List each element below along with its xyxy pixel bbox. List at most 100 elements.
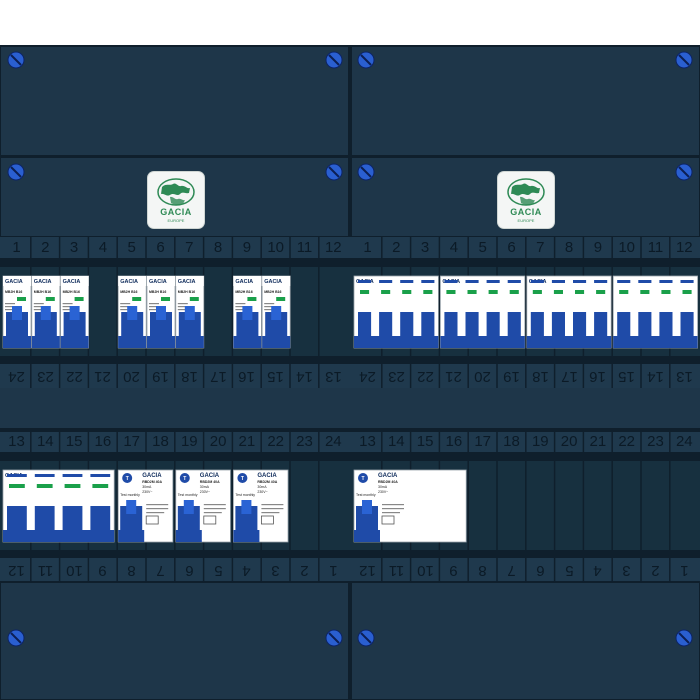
row1-bottom-shadow xyxy=(0,356,700,364)
switch-top-tab xyxy=(551,280,565,283)
switch-status-indicator xyxy=(9,484,25,488)
breaker-model-text: MB2H B16 xyxy=(34,290,51,294)
screw-icon xyxy=(357,629,375,647)
rcd-test-label: Test monthly xyxy=(120,493,140,497)
mcb-breaker[interactable]: GACIA MB2H B16 xyxy=(175,275,205,349)
rcd-model-text: RBD2M 40A xyxy=(200,480,220,484)
rcd-toggle-housing xyxy=(120,506,143,532)
breaker-spec-line xyxy=(264,306,275,308)
breaker-status-indicator xyxy=(276,297,286,301)
breaker-toggle-housing xyxy=(150,312,172,338)
breaker-model-text: MB2H B16 xyxy=(264,290,281,294)
breaker-toggle-lever xyxy=(184,306,195,320)
rcd-test-label: Test monthly xyxy=(356,493,376,497)
breaker-spec-line xyxy=(62,309,75,311)
switch-toggle-housing xyxy=(617,312,631,338)
main-switch-4p[interactable]: GACIA xyxy=(2,469,115,543)
breaker-model-text: MB2H B16 xyxy=(149,290,166,294)
breaker-spec-line xyxy=(62,306,73,308)
main-switch-4p[interactable]: GACIA xyxy=(353,275,439,349)
main-switch-4p[interactable] xyxy=(612,275,699,349)
switch-toggle-housing xyxy=(90,506,111,532)
rcd-spec-line xyxy=(382,508,404,510)
switch-top-tab xyxy=(573,280,587,283)
screws xyxy=(7,51,693,647)
breaker-brand-text: GACIA xyxy=(235,279,253,285)
switch-toggle-housing xyxy=(379,312,393,338)
rcd-spec-line xyxy=(146,512,165,514)
breaker-toggle-lever xyxy=(127,306,138,320)
main-switch-4p[interactable]: GACIA xyxy=(526,275,612,349)
rcd-test-button[interactable] xyxy=(122,473,133,483)
rcd-diagram xyxy=(381,515,395,525)
switch-top-tab xyxy=(617,280,631,283)
switch-status-indicator xyxy=(467,290,477,294)
rcd-sensitivity-text: 30mA xyxy=(378,485,388,489)
switch-status-indicator xyxy=(509,290,519,294)
breaker-spec-line xyxy=(120,303,131,305)
top-cover-left xyxy=(0,45,350,157)
switch-base xyxy=(3,530,115,542)
middle-cover xyxy=(0,388,700,428)
top-cover-right xyxy=(350,45,700,157)
breaker-status-indicator xyxy=(132,297,142,301)
switch-toggle-housing xyxy=(573,312,587,338)
switch-toggle-housing xyxy=(680,312,694,338)
switch-status-indicator xyxy=(402,290,412,294)
breaker-toggle-housing xyxy=(178,312,201,338)
breaker-brand-text: GACIA xyxy=(178,279,196,285)
switch-top-tab xyxy=(62,474,83,477)
breaker-status-indicator xyxy=(45,297,55,301)
rail-mid-numbers xyxy=(0,432,700,452)
breaker-header xyxy=(60,276,89,286)
breaker-brand-text: GACIA xyxy=(63,279,81,285)
rcd-spec-line xyxy=(146,508,169,510)
rcd-spec-line xyxy=(261,504,284,506)
switch-status-indicator xyxy=(423,290,433,294)
breaker-spec-line xyxy=(235,309,248,311)
breaker-base xyxy=(262,336,291,348)
breaker-model-text: MB2H B16 xyxy=(178,290,195,294)
switch-status-indicator xyxy=(640,290,650,294)
rcd-spec-line xyxy=(146,504,169,506)
screw-icon xyxy=(325,163,343,181)
breaker-spec-line xyxy=(149,303,159,305)
breaker-header xyxy=(3,276,31,286)
rcd-test-button[interactable] xyxy=(358,473,368,483)
rcd-test-button[interactable] xyxy=(179,473,190,483)
breaker-toggle-lever xyxy=(242,306,253,320)
mcb-breaker[interactable]: GACIA MB2H B16 xyxy=(117,275,147,349)
switch-status-indicator xyxy=(36,484,53,488)
rcd-toggle-lever xyxy=(241,500,252,514)
switch-toggle-housing xyxy=(62,506,83,532)
logo-strip-right xyxy=(350,156,700,238)
breaker-toggle-lever xyxy=(12,306,22,320)
switch-top-tab xyxy=(594,280,608,283)
switch-toggle-housing xyxy=(465,312,479,338)
breaker-header xyxy=(233,276,262,286)
rcd-test-button[interactable] xyxy=(237,473,248,483)
breaker-spec-line xyxy=(177,306,188,308)
rcd-base xyxy=(354,530,380,542)
switch-toggle-housing xyxy=(421,312,435,338)
switch-status-indicator xyxy=(532,290,542,294)
breaker-model-text: MB2H B16 xyxy=(120,290,137,294)
breaker-brand-text: GACIA xyxy=(120,279,138,285)
main-switch-4p[interactable]: GACIA xyxy=(439,275,526,349)
breaker-spec-line xyxy=(33,306,44,308)
switch-top-tab xyxy=(530,280,544,283)
rcd-brand-text: GACIA xyxy=(142,473,162,479)
breaker-spec-line xyxy=(177,303,188,305)
breaker-base xyxy=(175,336,204,348)
switch-toggle-housing xyxy=(507,312,521,338)
